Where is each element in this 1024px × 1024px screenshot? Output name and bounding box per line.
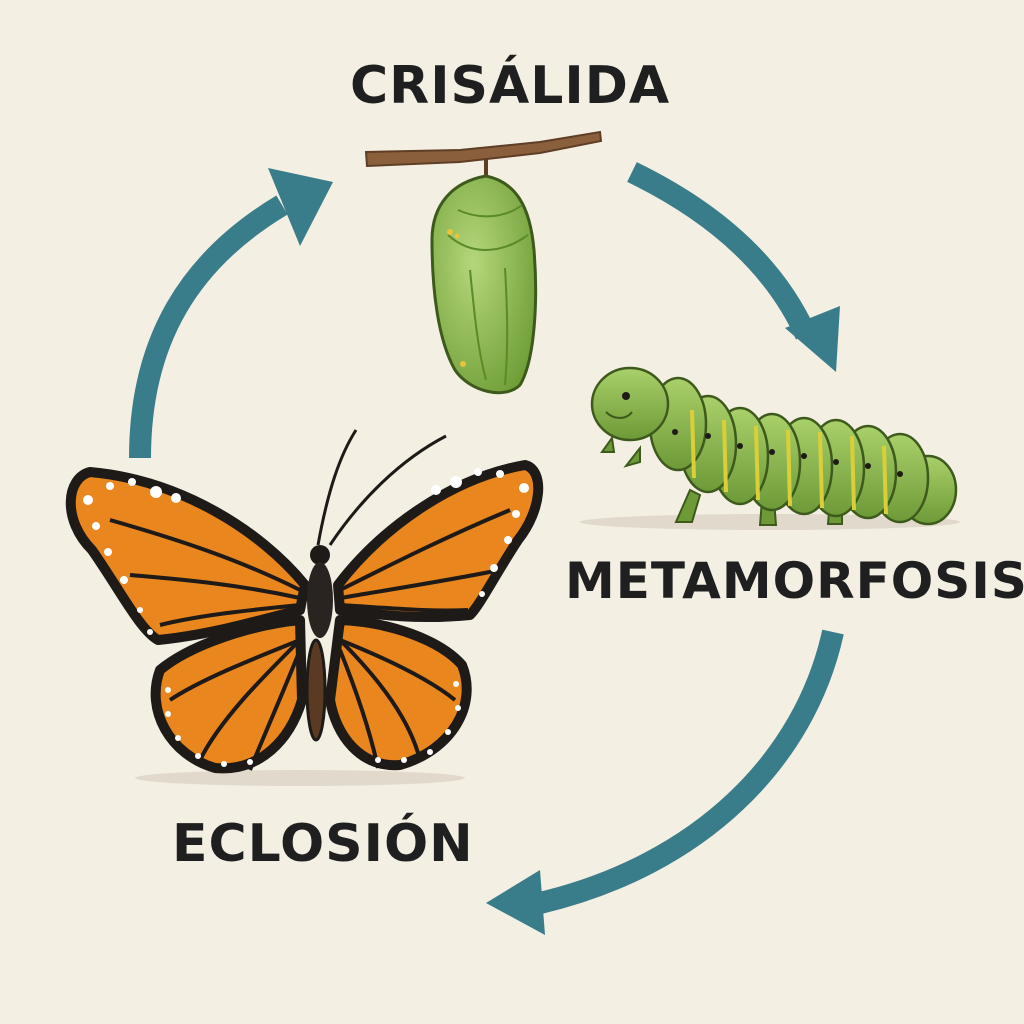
caterpillar-icon: [580, 366, 960, 530]
butterfly-icon: [65, 429, 544, 786]
chrysalis-icon: [364, 130, 603, 395]
arrow-head-top-left: [268, 168, 333, 246]
stage-label-eclosion: ECLOSIÓN: [172, 814, 474, 874]
stage-label-chrysalis: CRISÁLIDA: [350, 56, 671, 116]
arrow-heads: [268, 168, 840, 935]
arrow-head-right: [785, 306, 840, 372]
cycle-arrow-icon: [129, 162, 844, 914]
arrow-head-bottom: [486, 870, 545, 935]
stage-label-metamorphosis: METAMORFOSIS: [565, 552, 1024, 610]
